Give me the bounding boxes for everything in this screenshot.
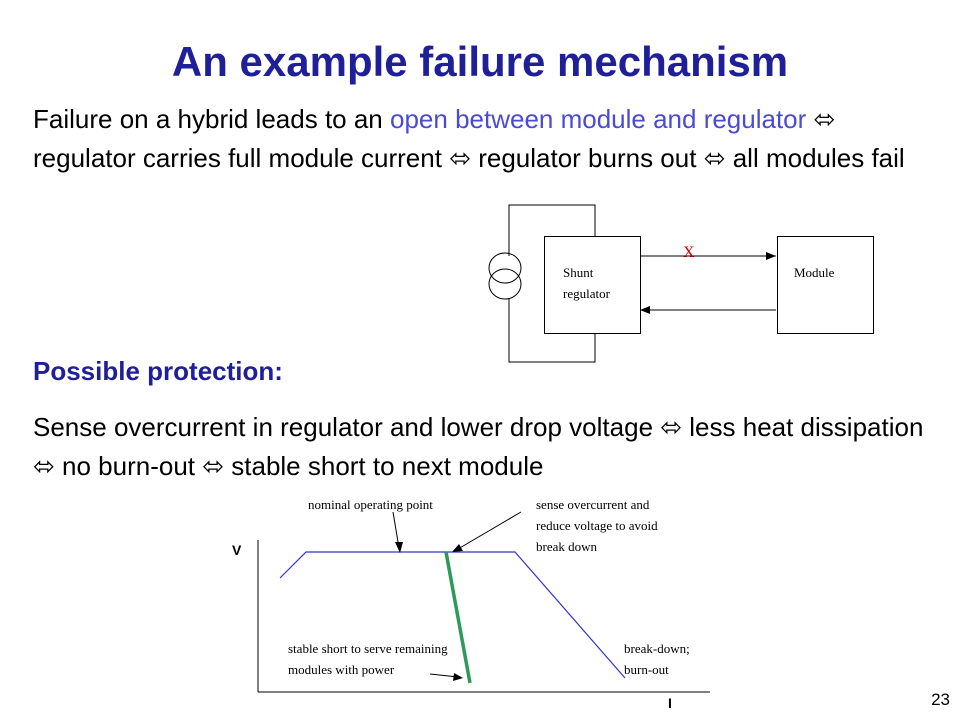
double-arrow-icon: ⬄ <box>660 413 683 443</box>
shunt-regulator-box <box>544 236 641 334</box>
arrow-head-icon <box>452 544 463 552</box>
annotation-short: stable short to serve remaining modules … <box>288 638 448 680</box>
annotation-sense-line-3: break down <box>536 539 598 554</box>
annotation-break-line-1: break-down; <box>624 641 690 656</box>
module-label: Module <box>794 265 835 280</box>
arrow-head-icon <box>395 542 403 553</box>
annotation-short-line-2: modules with power <box>288 662 395 677</box>
double-arrow-icon: ⬄ <box>202 452 225 482</box>
double-arrow-icon: ⬄ <box>703 144 726 174</box>
annotation-pointer <box>457 511 522 550</box>
current-source-icon <box>488 252 522 284</box>
intro-text-4: all modules fail <box>725 143 905 173</box>
shunt-label-line-1: Shunt <box>563 265 594 280</box>
protection-text-3: no burn-out <box>54 451 203 481</box>
module-box <box>777 236 874 334</box>
protection-heading: Possible protection: <box>33 356 283 386</box>
annotation-sense: sense overcurrent and reduce voltage to … <box>536 494 658 557</box>
wire-bottom-left <box>508 298 596 363</box>
shunt-label-line-2: regulator <box>563 286 610 301</box>
annotation-sense-line-1: sense overcurrent and <box>536 497 650 512</box>
intro-text-1: Failure on a hybrid leads to an <box>33 104 390 134</box>
annotation-break-line-2: burn-out <box>624 662 669 677</box>
annotation-short-line-1: stable short to serve remaining <box>288 641 448 656</box>
intro-text-2: regulator carries full module current <box>33 143 450 173</box>
arrow-head-icon <box>453 673 463 681</box>
open-circuit-mark: X <box>683 244 695 261</box>
arrow-head-icon <box>640 306 650 314</box>
annotation-pointer <box>429 673 459 678</box>
wire-top-left <box>508 204 596 256</box>
protection-text-4: stable short to next module <box>224 451 544 481</box>
annotation-nominal: nominal operating point <box>308 497 433 512</box>
protection-paragraph: Sense overcurrent in regulator and lower… <box>33 408 933 486</box>
protection-text-2: less heat dissipation <box>682 412 924 442</box>
page-number: 23 <box>931 690 950 709</box>
shunt-label: Shunt regulator <box>563 262 610 304</box>
x-axis-label: I <box>668 695 672 711</box>
double-arrow-icon: ⬄ <box>813 105 836 135</box>
arrow-head-icon <box>766 252 776 260</box>
vi-curve <box>279 551 626 679</box>
y-axis-label: V <box>232 542 242 558</box>
double-arrow-icon: ⬄ <box>33 452 55 482</box>
intro-highlight: open between module and regulator <box>390 104 807 134</box>
intro-text-3: regulator burns out <box>470 143 704 173</box>
annotation-break: break-down; burn-out <box>624 638 690 680</box>
protection-text-1: Sense overcurrent in regulator and lower… <box>33 412 661 442</box>
double-arrow-icon: ⬄ <box>449 144 471 174</box>
annotation-sense-line-2: reduce voltage to avoid <box>536 518 658 533</box>
slide-title: An example failure mechanism <box>171 38 789 85</box>
protection-line <box>444 551 472 684</box>
intro-paragraph: Failure on a hybrid leads to an open bet… <box>33 100 913 178</box>
